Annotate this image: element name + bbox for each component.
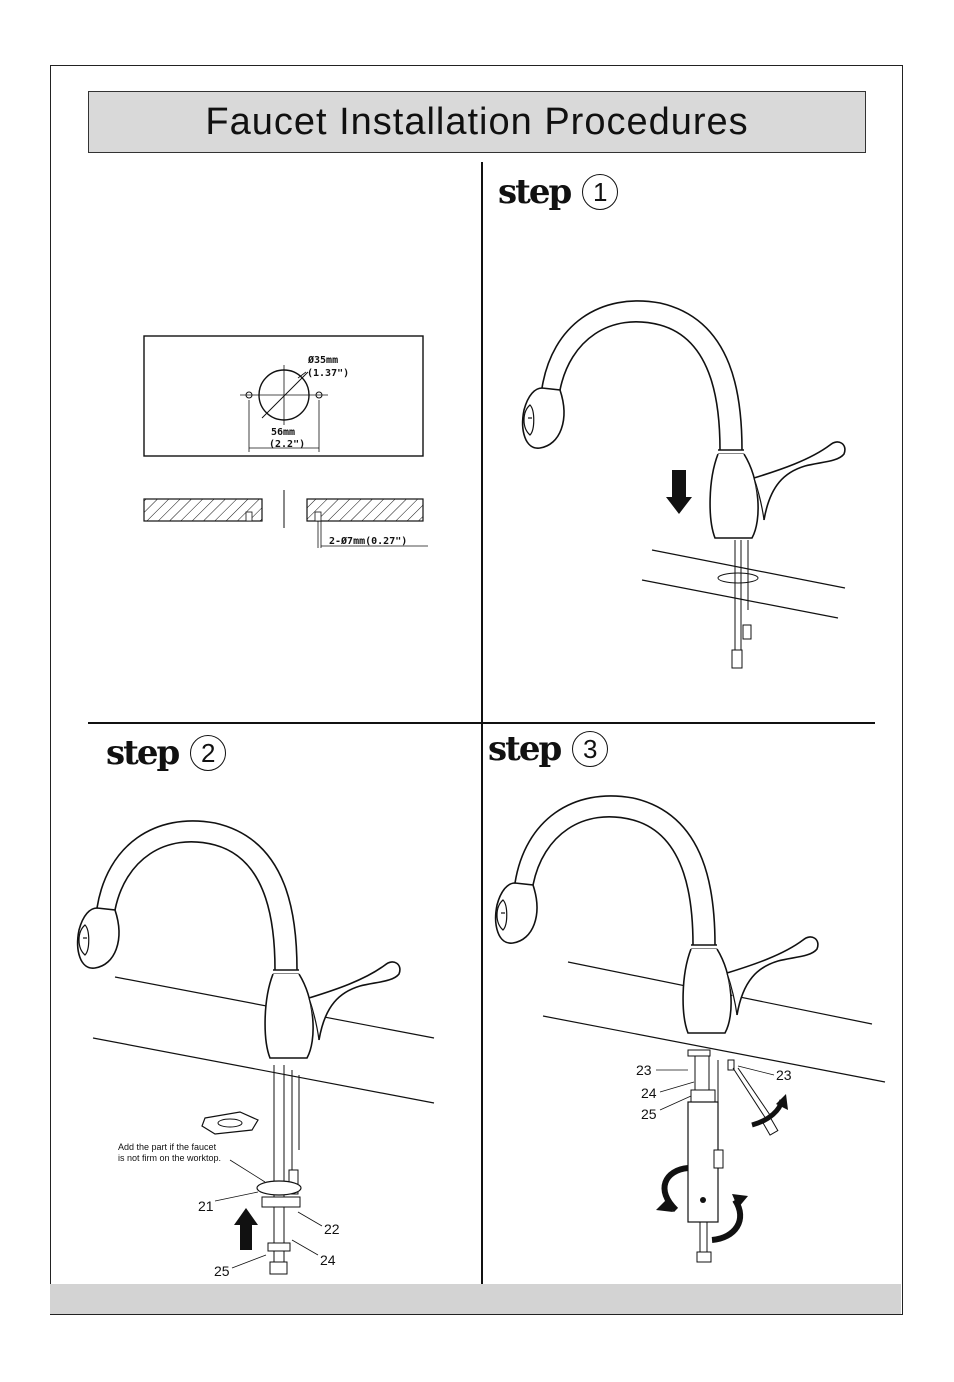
step-2-note-line-2: is not firm on the worktop.: [118, 1153, 221, 1163]
step-1-number: 1: [582, 174, 619, 210]
step-3-heading: step 3: [488, 729, 609, 769]
step-3-part-24: 24: [641, 1085, 657, 1101]
step-2-part-25: 25: [214, 1263, 230, 1279]
divider-horizontal: [88, 722, 875, 724]
step-3-illustration: 23 24 25 23: [494, 795, 886, 1263]
spacing-inch-label: (2.2"): [269, 439, 305, 450]
step-2-number: 2: [190, 735, 227, 771]
step-2-part-22: 22: [324, 1221, 340, 1237]
page-frame: [50, 65, 903, 1315]
step-3-part-23-left: 23: [636, 1062, 652, 1078]
step-2-word: step: [106, 733, 180, 773]
step-2-heading: step 2: [106, 733, 227, 773]
step-3-number: 3: [572, 731, 609, 767]
small-holes-label: 2-Ø7mm(0.27"): [329, 535, 407, 547]
step-3-part-23-right: 23: [776, 1067, 792, 1083]
step-2-illustration: Add the part if the faucet is not firm o…: [76, 820, 435, 1279]
step-2-part-21: 21: [198, 1198, 214, 1214]
step-1-illustration: [521, 300, 846, 669]
hole-diameter-inch-label: (1.37"): [307, 368, 349, 379]
step-2-note-line-1: Add the part if the faucet: [118, 1142, 217, 1152]
step-1-heading: step 1: [498, 172, 619, 212]
step-3-part-25: 25: [641, 1106, 657, 1122]
step-3-word: step: [488, 729, 562, 769]
spacing-label: 56mm: [271, 427, 295, 438]
step-1-word: step: [498, 172, 572, 212]
step-2-part-24: 24: [320, 1252, 336, 1268]
cutout-diagram: Ø35mm (1.37") 56mm (2.2") 2-Ø7mm(0.27"): [143, 335, 428, 548]
hole-diameter-label: Ø35mm: [307, 354, 338, 366]
title-bar: Faucet Installation Procedures: [88, 91, 866, 153]
footer-bar: [50, 1284, 901, 1314]
page-title: Faucet Installation Procedures: [205, 100, 749, 143]
